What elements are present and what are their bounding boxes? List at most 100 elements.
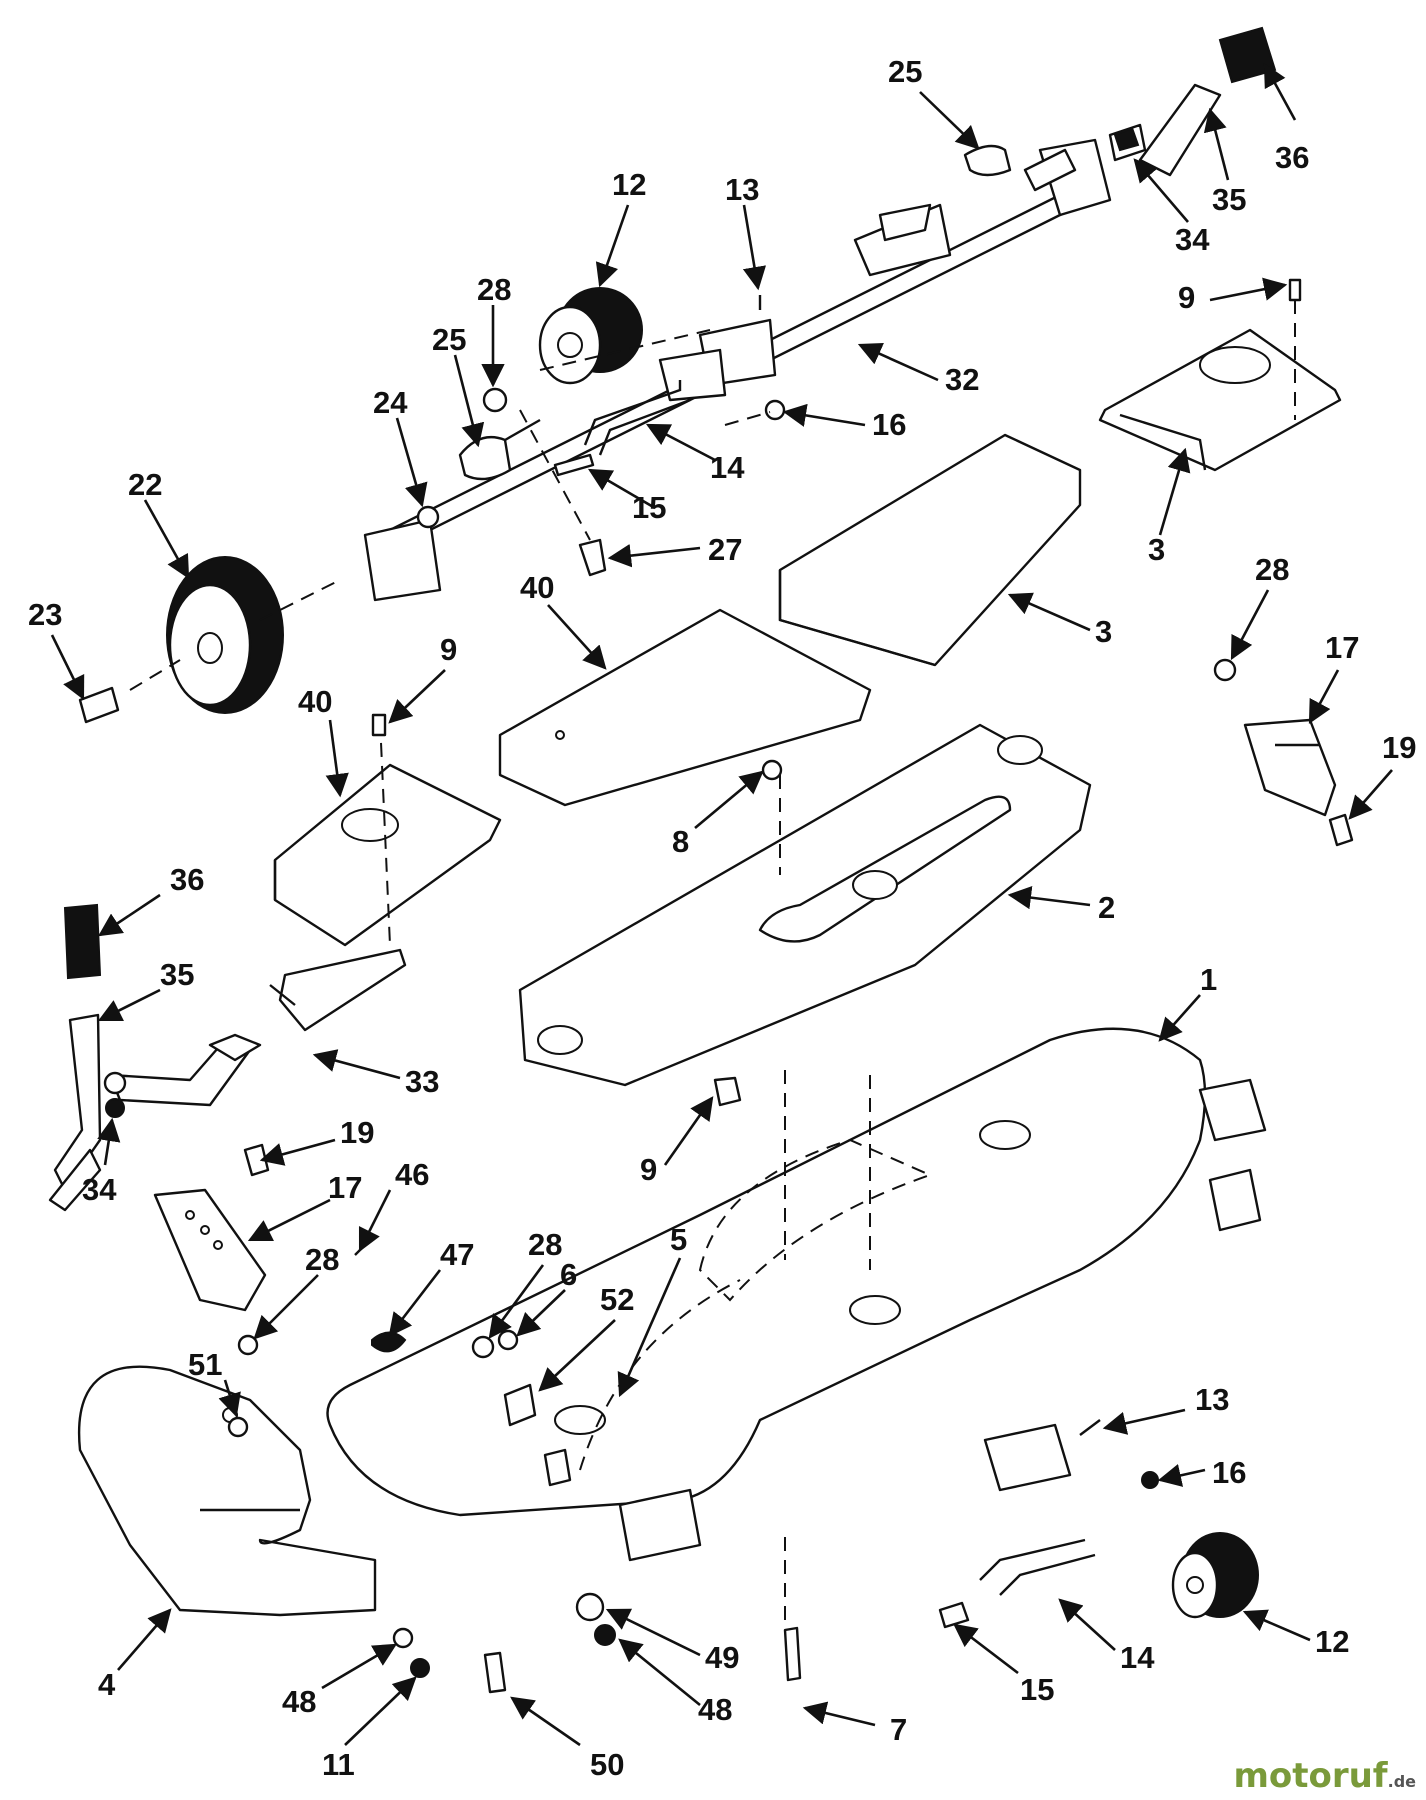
- callout-19-left: 19: [340, 1115, 374, 1150]
- callout-17-right: 17: [1325, 630, 1359, 665]
- clip-25-rear: [963, 144, 1012, 177]
- axle-rod: [363, 138, 1112, 602]
- shield-40-front: [498, 608, 872, 807]
- spring-34-front: [105, 1098, 125, 1118]
- shield-3-center: [778, 433, 1082, 667]
- callout-28-top: 28: [477, 272, 511, 307]
- callout-12-bottom: 12: [1315, 1624, 1349, 1659]
- callout-40-left: 40: [298, 684, 332, 719]
- callout-28-right: 28: [1255, 552, 1289, 587]
- callout-11: 11: [322, 1747, 355, 1782]
- gauge-roller-top: [538, 287, 711, 385]
- bolt-9-left: [371, 713, 391, 946]
- baffle-5: [579, 1279, 741, 1471]
- deck-1: [326, 1027, 1267, 1620]
- bolt-50: [483, 1651, 507, 1694]
- callout-23: 23: [28, 597, 62, 632]
- bracket-14-top: [583, 380, 691, 456]
- shield-3-rear: [1098, 328, 1342, 472]
- callout-46: 46: [395, 1157, 429, 1192]
- callout-6: 6: [560, 1257, 577, 1292]
- callout-16-bottom: 16: [1212, 1455, 1246, 1490]
- bolt-27: [519, 409, 607, 577]
- callout-4: 4: [98, 1667, 116, 1702]
- callout-3-center: 3: [1095, 614, 1112, 649]
- callout-34-rear: 34: [1175, 222, 1210, 257]
- callout-34-front: 34: [82, 1172, 117, 1207]
- bolt-7: [783, 1626, 802, 1682]
- callout-35-rear: 35: [1212, 182, 1246, 217]
- callout-17-left: 17: [328, 1170, 362, 1205]
- pedal-arm-front: [48, 903, 262, 1212]
- bracket-14-bottom: [979, 1538, 1096, 1596]
- rod-33: [269, 948, 407, 1032]
- watermark-main: motoruf: [1233, 1756, 1388, 1796]
- bolt-9-mid: [713, 1076, 742, 1107]
- nut-28-right: [1213, 658, 1237, 682]
- callout-50: 50: [590, 1747, 624, 1782]
- callout-24: 24: [373, 385, 408, 420]
- nut-28-left: [237, 1334, 259, 1356]
- bolt-19-right: [1328, 813, 1354, 847]
- watermark-sub: .de: [1387, 1772, 1416, 1791]
- hairpin-13-bottom: [1079, 1419, 1101, 1436]
- callout-9-rear: 9: [1178, 280, 1195, 315]
- callout-27: 27: [708, 532, 742, 567]
- nut-16-bottom: [1141, 1471, 1159, 1489]
- spring-47: [371, 1331, 407, 1353]
- callout-13-top: 13: [725, 172, 759, 207]
- callout-12-top: 12: [612, 167, 646, 202]
- callout-25-rear: 25: [888, 54, 922, 89]
- callout-48-right: 48: [698, 1692, 732, 1727]
- washer-6: [497, 1329, 519, 1351]
- callout-36-front: 36: [170, 862, 204, 897]
- callout-2: 2: [1098, 890, 1115, 925]
- callout-28-center: 28: [528, 1227, 562, 1262]
- callout-48-left: 48: [282, 1684, 316, 1719]
- callout-32: 32: [945, 362, 979, 397]
- plate-52: [503, 1383, 537, 1427]
- callout-35-front: 35: [160, 957, 194, 992]
- nut-28-top: [482, 387, 508, 413]
- bolt-center: [543, 1448, 572, 1487]
- nut-48-right: [594, 1624, 616, 1646]
- washer-51: [227, 1416, 249, 1438]
- bolt-23: [78, 686, 120, 724]
- callout-9-left: 9: [440, 632, 457, 667]
- callout-13-bottom: 13: [1195, 1382, 1229, 1417]
- nut-24: [416, 505, 440, 529]
- callout-16-top: 16: [872, 407, 906, 442]
- callout-25-front: 25: [432, 322, 466, 357]
- callout-9-mid: 9: [640, 1152, 657, 1187]
- callout-49: 49: [705, 1640, 739, 1675]
- callout-15-top: 15: [632, 490, 666, 525]
- callout-19-right: 19: [1382, 730, 1416, 765]
- shield-40-left: [273, 763, 502, 947]
- callout-33: 33: [405, 1064, 439, 1099]
- bolt-15-bottom: [938, 1601, 970, 1629]
- nut-16-top: [724, 399, 786, 426]
- callout-36-rear: 36: [1275, 140, 1309, 175]
- callout-5: 5: [670, 1222, 687, 1257]
- callout-15-bottom: 15: [1020, 1672, 1054, 1707]
- bracket-17-left: [153, 1188, 267, 1312]
- bushing-49: [575, 1592, 605, 1622]
- callout-22: 22: [128, 467, 162, 502]
- callout-1: 1: [1200, 962, 1217, 997]
- callout-3-rear: 3: [1148, 532, 1165, 567]
- nut-11: [410, 1658, 430, 1678]
- watermark-logo: motoruf.de: [1233, 1756, 1416, 1796]
- pedal-arm-rear: [1108, 26, 1277, 177]
- callout-8: 8: [672, 824, 689, 859]
- callout-arrows: [50, 62, 1393, 1747]
- bolt-15-top: [553, 453, 595, 477]
- nut-28-center: [471, 1335, 495, 1359]
- nut-8: [761, 759, 783, 781]
- callout-14-bottom: 14: [1120, 1640, 1155, 1675]
- callout-7: 7: [890, 1712, 907, 1747]
- bolt-9-rear: [1288, 278, 1302, 420]
- bracket-17-right: [1243, 718, 1337, 817]
- gauge-roller-bottom: [1171, 1532, 1259, 1619]
- callout-14-top: 14: [710, 450, 745, 485]
